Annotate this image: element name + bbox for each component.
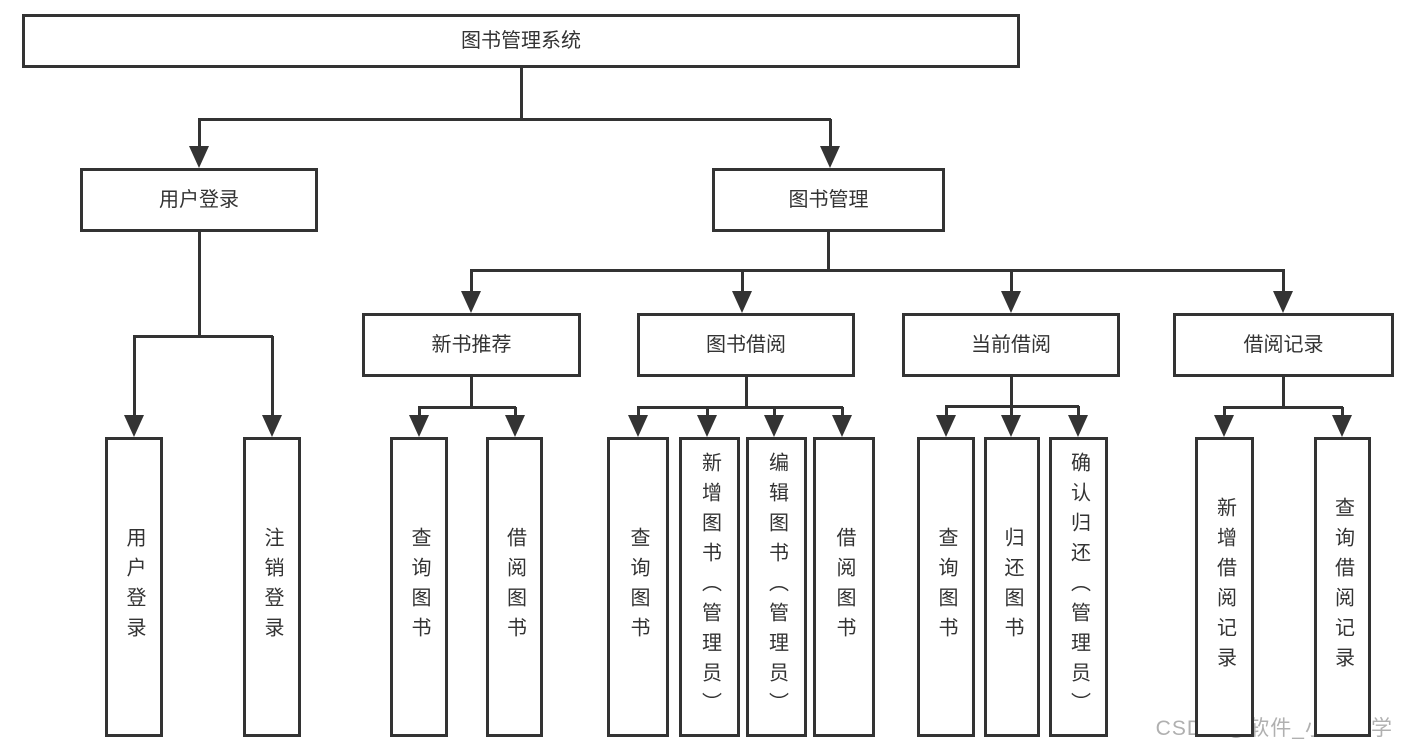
connector-arrow-shaft bbox=[772, 407, 776, 417]
node-label: 查询图书 bbox=[935, 527, 957, 647]
connector-arrow-shaft bbox=[740, 270, 744, 293]
arrow-down-icon bbox=[1214, 415, 1234, 437]
arrow-down-icon bbox=[262, 415, 282, 437]
arrow-down-icon bbox=[461, 291, 481, 313]
node-label: 注销登录 bbox=[261, 527, 283, 647]
node-leaf-return-books: 归还图书 bbox=[984, 437, 1040, 737]
connector-arrow-shaft bbox=[513, 407, 517, 417]
node-label: 借阅图书 bbox=[833, 527, 855, 647]
arrow-down-icon bbox=[1273, 291, 1293, 313]
connector-arrow-shaft bbox=[197, 119, 201, 148]
node-leaf-query-borrow-record: 查询借阅记录 bbox=[1314, 437, 1371, 737]
connector-line bbox=[1281, 377, 1285, 409]
connector-arrow-shaft bbox=[132, 336, 136, 417]
node-label: 新增图书（管理员） bbox=[698, 452, 721, 722]
arrow-down-icon bbox=[1001, 291, 1021, 313]
node-label: 归还图书 bbox=[1001, 527, 1023, 647]
node-label: 查询图书 bbox=[627, 527, 649, 647]
connector-arrow-shaft bbox=[1340, 407, 1344, 417]
node-leaf-logout: 注销登录 bbox=[243, 437, 301, 737]
node-leaf-add-borrow-record: 新增借阅记录 bbox=[1195, 437, 1254, 737]
connector-arrow-shaft bbox=[1009, 270, 1013, 293]
node-label: 编辑图书（管理员） bbox=[765, 452, 788, 722]
connector-line bbox=[637, 405, 843, 409]
node-user-login: 用户登录 bbox=[80, 168, 318, 232]
connector-arrow-shaft bbox=[828, 119, 832, 148]
arrow-down-icon bbox=[189, 146, 209, 168]
connector-line bbox=[469, 377, 473, 409]
connector-arrow-shaft bbox=[1281, 270, 1285, 293]
node-current-borrowing: 当前借阅 bbox=[902, 313, 1120, 377]
node-label: 新增借阅记录 bbox=[1213, 497, 1236, 677]
arrow-down-icon bbox=[124, 415, 144, 437]
arrow-down-icon bbox=[1068, 415, 1088, 437]
arrow-down-icon bbox=[820, 146, 840, 168]
arrow-down-icon bbox=[764, 415, 784, 437]
node-label: 查询借阅记录 bbox=[1331, 497, 1354, 677]
arrow-down-icon bbox=[505, 415, 525, 437]
connector-line bbox=[418, 405, 516, 409]
node-label: 借阅图书 bbox=[503, 527, 526, 647]
connector-line bbox=[470, 268, 1285, 272]
node-leaf-query-books-borrowing: 查询图书 bbox=[607, 437, 669, 737]
node-book-borrowing: 图书借阅 bbox=[637, 313, 855, 377]
node-label: 用户登录 bbox=[123, 527, 145, 647]
node-label: 图书借阅 bbox=[706, 334, 786, 356]
connector-line bbox=[198, 117, 831, 121]
node-label: 新书推荐 bbox=[431, 334, 512, 356]
node-leaf-borrow-books-recommend: 借阅图书 bbox=[486, 437, 543, 737]
connector-arrow-shaft bbox=[636, 407, 640, 417]
connector-arrow-shaft bbox=[944, 406, 948, 417]
node-leaf-query-books-recommend: 查询图书 bbox=[390, 437, 448, 737]
node-leaf-borrow-books-borrowing: 借阅图书 bbox=[813, 437, 875, 737]
arrow-down-icon bbox=[1001, 415, 1021, 437]
node-leaf-user-login: 用户登录 bbox=[105, 437, 163, 737]
node-leaf-add-books-admin: 新增图书（管理员） bbox=[679, 437, 740, 737]
node-label: 用户登录 bbox=[159, 189, 239, 211]
node-leaf-edit-books-admin: 编辑图书（管理员） bbox=[746, 437, 807, 737]
node-label: 图书管理系统 bbox=[461, 30, 581, 52]
node-leaf-confirm-return-admin: 确认归还（管理员） bbox=[1049, 437, 1108, 737]
connector-line bbox=[1009, 377, 1013, 408]
connector-line bbox=[826, 232, 830, 272]
connector-line bbox=[1223, 405, 1343, 409]
arrow-down-icon bbox=[697, 415, 717, 437]
connector-line bbox=[197, 232, 201, 338]
connector-line bbox=[744, 377, 748, 409]
connector-arrow-shaft bbox=[270, 336, 274, 417]
arrow-down-icon bbox=[936, 415, 956, 437]
node-label: 借阅记录 bbox=[1243, 334, 1324, 356]
node-root: 图书管理系统 bbox=[22, 14, 1020, 68]
connector-arrow-shaft bbox=[1222, 407, 1226, 417]
node-label: 查询图书 bbox=[408, 527, 430, 647]
node-label: 确认归还（管理员） bbox=[1067, 452, 1090, 722]
arrow-down-icon bbox=[409, 415, 429, 437]
node-borrowing-records: 借阅记录 bbox=[1173, 313, 1394, 377]
arrow-down-icon bbox=[628, 415, 648, 437]
connector-arrow-shaft bbox=[1076, 406, 1080, 417]
node-label: 图书管理 bbox=[788, 189, 869, 211]
connector-arrow-shaft bbox=[469, 270, 473, 293]
connector-arrow-shaft bbox=[417, 407, 421, 417]
node-label: 当前借阅 bbox=[971, 334, 1051, 356]
connector-arrow-shaft bbox=[705, 407, 709, 417]
node-book-management: 图书管理 bbox=[712, 168, 945, 232]
connector-line bbox=[519, 68, 523, 121]
arrow-down-icon bbox=[732, 291, 752, 313]
connector-arrow-shaft bbox=[840, 407, 844, 417]
node-leaf-query-books-current: 查询图书 bbox=[917, 437, 975, 737]
arrow-down-icon bbox=[832, 415, 852, 437]
connector-line bbox=[133, 334, 273, 338]
connector-arrow-shaft bbox=[1009, 406, 1013, 417]
node-new-book-recommend: 新书推荐 bbox=[362, 313, 581, 377]
arrow-down-icon bbox=[1332, 415, 1352, 437]
